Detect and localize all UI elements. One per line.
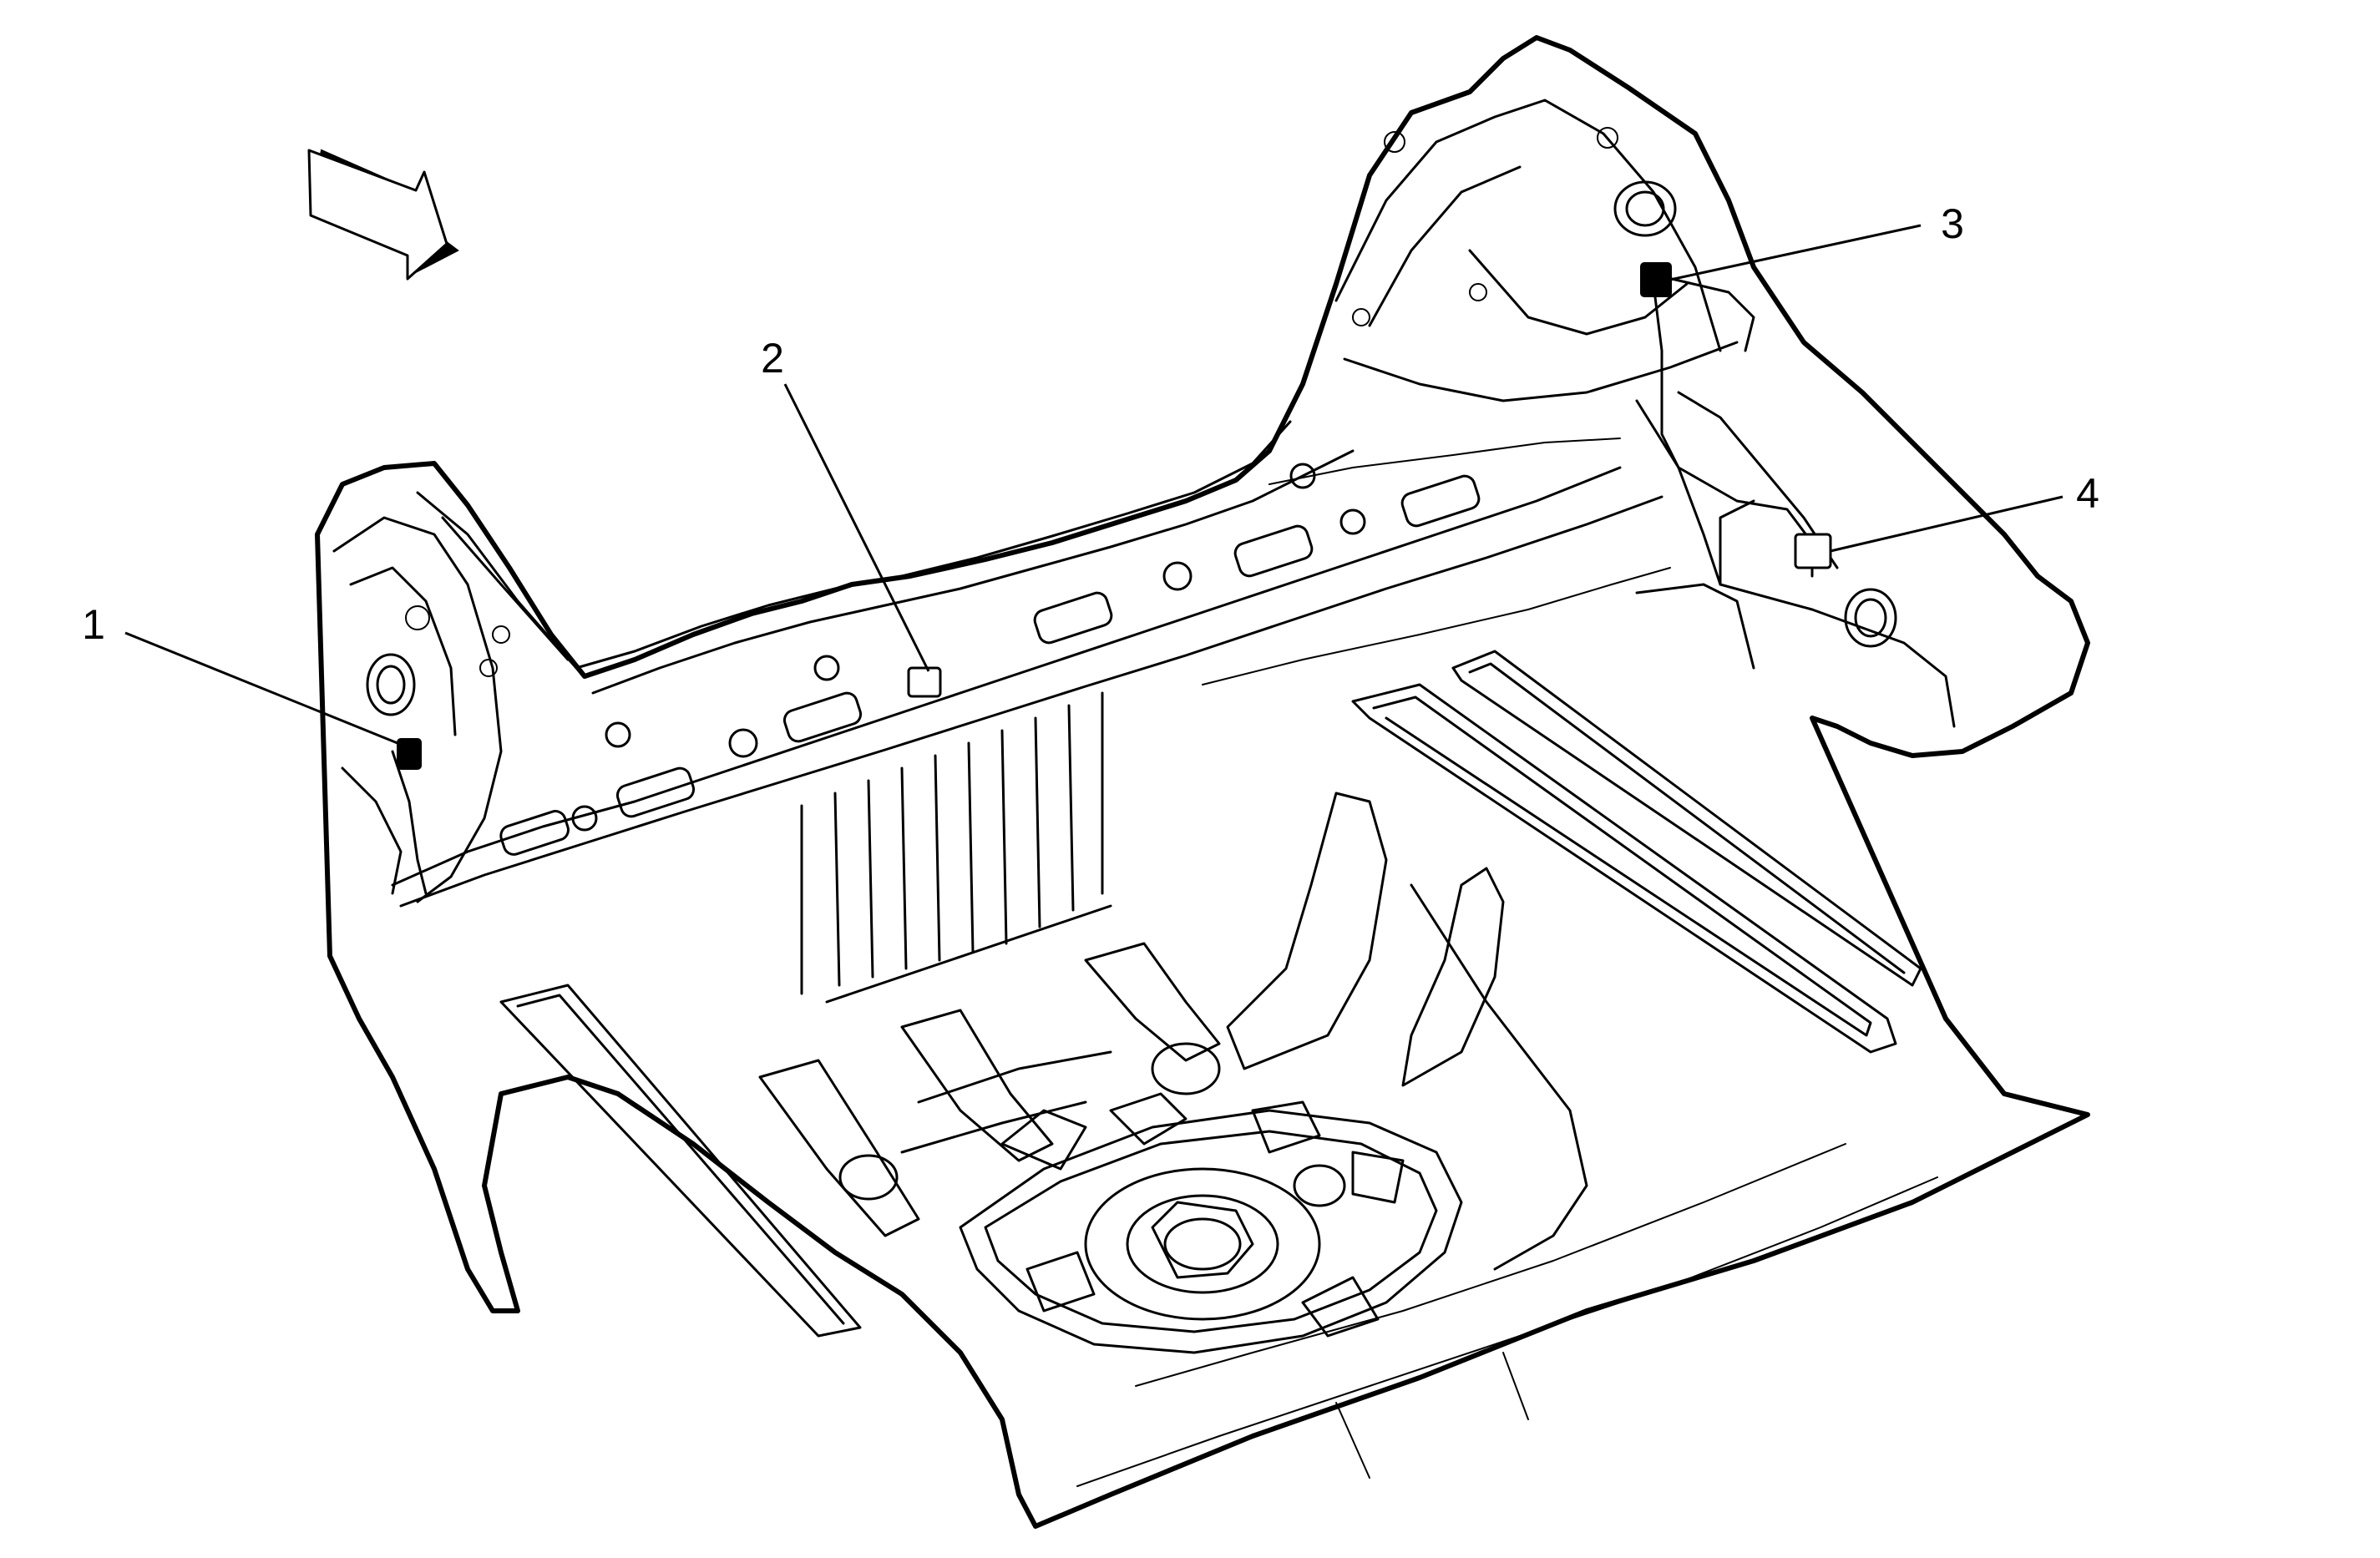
spare-tire-well (838, 1042, 1463, 1354)
connector-1 (397, 738, 422, 770)
connector-3 (1640, 262, 1672, 297)
floor-rails (499, 650, 1922, 1338)
front-direction-arrow-icon (307, 149, 459, 281)
leader-line-2 (783, 383, 930, 672)
rear-panel-ribs (800, 691, 1112, 1004)
leader-line-1 (124, 631, 398, 745)
connector-2 (907, 666, 942, 698)
callout-label-1: 1 (82, 601, 105, 648)
leader-lines (124, 224, 2064, 745)
rear-compartment-pan (315, 35, 2090, 1529)
floor-depressions (758, 792, 1588, 1271)
leader-line-3 (1669, 224, 1922, 281)
rear-panel-openings (499, 463, 1481, 856)
callout-label-4: 4 (2076, 470, 2099, 517)
connector-4 (1794, 533, 1832, 569)
leader-line-4 (1830, 495, 2064, 553)
callout-label-2: 2 (761, 335, 784, 382)
callout-label-3: 3 (1941, 200, 1964, 247)
